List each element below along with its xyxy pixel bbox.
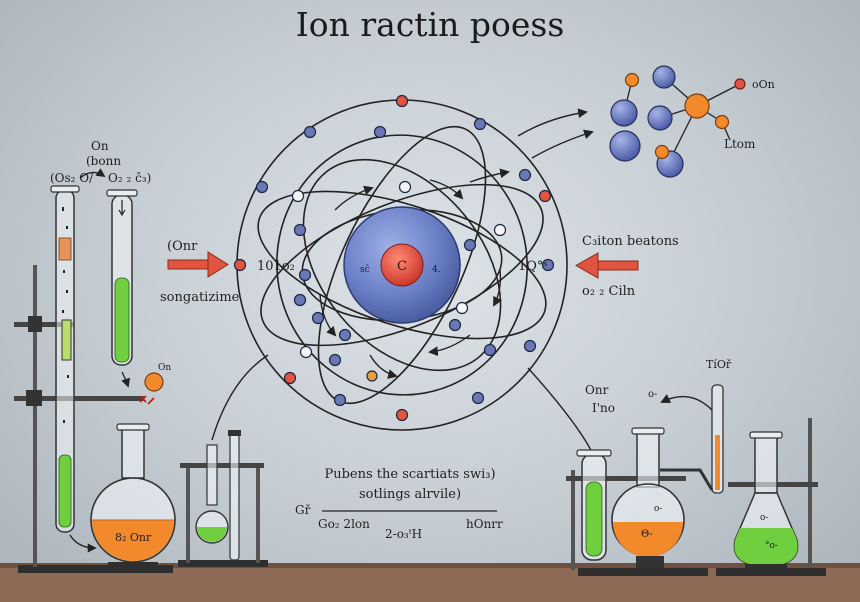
electron: [328, 353, 342, 367]
label-nucleus-left: sĉ: [360, 264, 370, 275]
label-right-ino: I'no: [592, 401, 615, 415]
label-right-flask-3: o-: [760, 513, 768, 523]
bottom-sub-right: hOnrr: [466, 517, 503, 531]
electron: [448, 318, 462, 332]
electron: [366, 370, 378, 382]
orange-particle: [144, 372, 164, 392]
ion-cluster: [609, 65, 746, 178]
left-round-flask: [90, 423, 176, 567]
nucleus-core: [380, 243, 424, 287]
left-top-arrows: [69, 168, 131, 553]
electron: [299, 345, 313, 359]
label-cluster-top: oOn: [752, 78, 775, 91]
right-bottom-connector: [527, 367, 593, 453]
label-right-orbit: 1Q°ˢ: [518, 259, 548, 274]
label-small-on: On: [158, 363, 171, 373]
orbit-direction-arrows: [319, 168, 510, 379]
electron: [293, 293, 307, 307]
label-tube-top-left: (Os₂ O/: [50, 171, 94, 185]
electron: [255, 180, 269, 194]
electron: [291, 189, 305, 203]
electron: [298, 268, 312, 282]
electron: [523, 339, 537, 353]
left-red-arrow: [167, 251, 229, 278]
electron: [395, 94, 409, 108]
left-tube-3: [106, 189, 138, 366]
left-ring-stand: [14, 265, 173, 573]
electron: [303, 125, 317, 139]
electron: [493, 223, 507, 237]
bottom-text-left: Gř: [295, 503, 311, 517]
label-flask-left: 8₂ Onr: [115, 531, 152, 544]
label-tube-top-2: (bonn: [86, 154, 121, 168]
lab-bench-edge: [0, 563, 860, 568]
right-stand: [566, 470, 708, 576]
label-cluster: Ltom: [724, 137, 756, 151]
electron: [373, 125, 387, 139]
electron: [398, 180, 412, 194]
label-right-flask-2: o-: [654, 504, 662, 514]
label-left-orbit: 101o₂: [257, 259, 295, 274]
label-nucleus-right: 4.: [432, 265, 441, 275]
electron: [483, 343, 497, 357]
electrons: [233, 94, 555, 422]
bottom-text-line-1: Pubens the scartiats swi₃): [324, 467, 495, 482]
left-tube-2: [61, 319, 72, 361]
electron: [283, 371, 297, 385]
left-tube-1: [50, 185, 80, 533]
label-right-flask-4: °o-: [765, 541, 778, 551]
cluster-arrows: [517, 108, 594, 159]
electron: [333, 393, 347, 407]
right-curved-arrow: [660, 394, 713, 411]
electron: [463, 238, 477, 252]
electron: [311, 311, 325, 325]
bottom-text-line-2: sotlings alrvile): [359, 487, 461, 502]
electron: [471, 391, 485, 405]
right-round-flask: [611, 427, 685, 568]
electron: [395, 408, 409, 422]
label-right-subtitle: o₂ ₂ Ciln: [582, 284, 636, 299]
label-right-tube: TíOř: [706, 358, 732, 371]
label-left-subtitle: songatizime: [160, 290, 240, 305]
electron: [518, 168, 532, 182]
right-condenser: [660, 384, 724, 494]
label-left-arrow: (Onr: [167, 239, 198, 254]
label-right-arrow: C₃iton beatons: [582, 234, 679, 249]
electron: [541, 258, 555, 272]
electron: [455, 301, 469, 315]
label-right-o: o-: [648, 389, 657, 400]
electron: [538, 189, 552, 203]
right-erlenmeyer: [716, 418, 826, 576]
label-tube-top-1: On: [91, 139, 109, 153]
right-red-arrow: [574, 252, 639, 279]
right-test-tube: [576, 449, 612, 561]
bottom-sub-mid: 2-o₃ᵗH: [385, 527, 422, 541]
electron: [233, 258, 247, 272]
electron: [338, 328, 352, 342]
bottom-sub-left: Go₂ 2lon: [318, 517, 370, 531]
drip-marks: [139, 395, 155, 405]
label-nucleus: C: [397, 259, 407, 274]
label-right-flask-1: Θ-: [641, 529, 653, 540]
page-title: Ion ractin poess: [296, 5, 565, 44]
electron: [293, 223, 307, 237]
label-right-on: Onr: [585, 383, 609, 397]
middle-stand: [178, 354, 269, 567]
label-tube-top-right: O₂ ₂ ĉ₃): [108, 171, 151, 185]
electron: [473, 117, 487, 131]
